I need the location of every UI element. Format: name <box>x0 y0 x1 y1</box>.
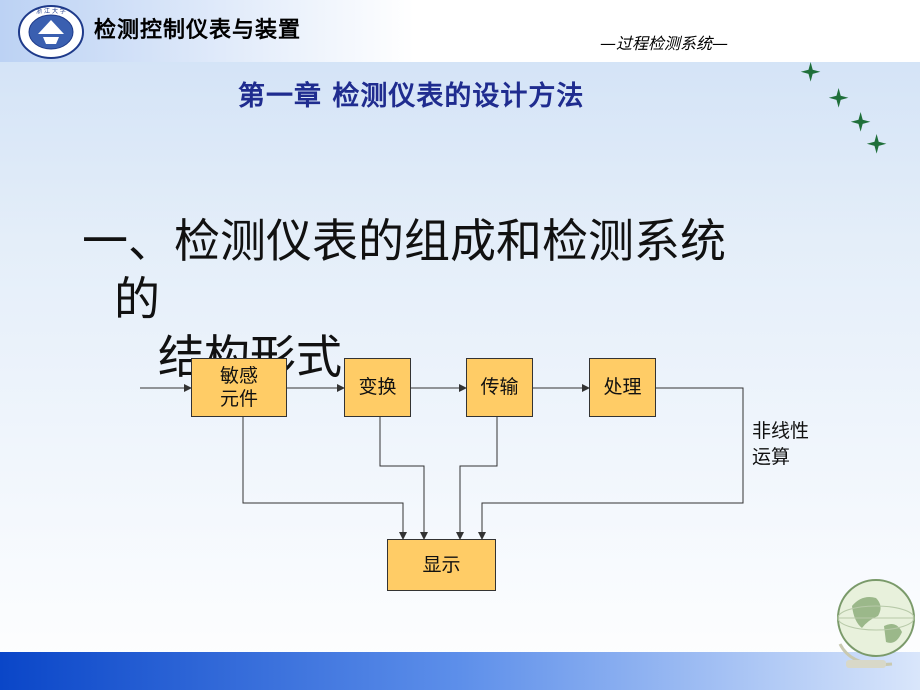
header-bar <box>0 0 920 62</box>
connector-transmit-display <box>456 417 498 540</box>
node-convert: 变换 <box>344 358 411 417</box>
section-subtitle: —过程检测系统— <box>600 34 729 53</box>
footer-bar <box>0 652 920 690</box>
node-process: 处理 <box>589 358 656 417</box>
university-logo-icon: 浙 江 大 学 <box>18 5 84 59</box>
svg-text:浙 江 大 学: 浙 江 大 学 <box>36 7 66 15</box>
globe-icon <box>837 579 915 668</box>
node-display: 显示 <box>387 539 496 591</box>
side-label-nonlinear: 非线性 运算 <box>752 420 810 468</box>
heading-line-2: 的 <box>114 272 160 326</box>
connector-process-display <box>478 387 744 540</box>
heading-line-1: 一、检测仪表的组成和检测系统 <box>82 214 726 268</box>
connector-convert-display <box>379 417 428 540</box>
star-icon <box>800 62 887 154</box>
course-title: 检测控制仪表与装置 <box>94 18 302 43</box>
node-sensor: 敏感 元件 <box>191 358 287 417</box>
chapter-title: 第一章 检测仪表的设计方法 <box>238 81 585 112</box>
connector-sensor-display <box>242 417 407 540</box>
node-transmit: 传输 <box>466 358 533 417</box>
